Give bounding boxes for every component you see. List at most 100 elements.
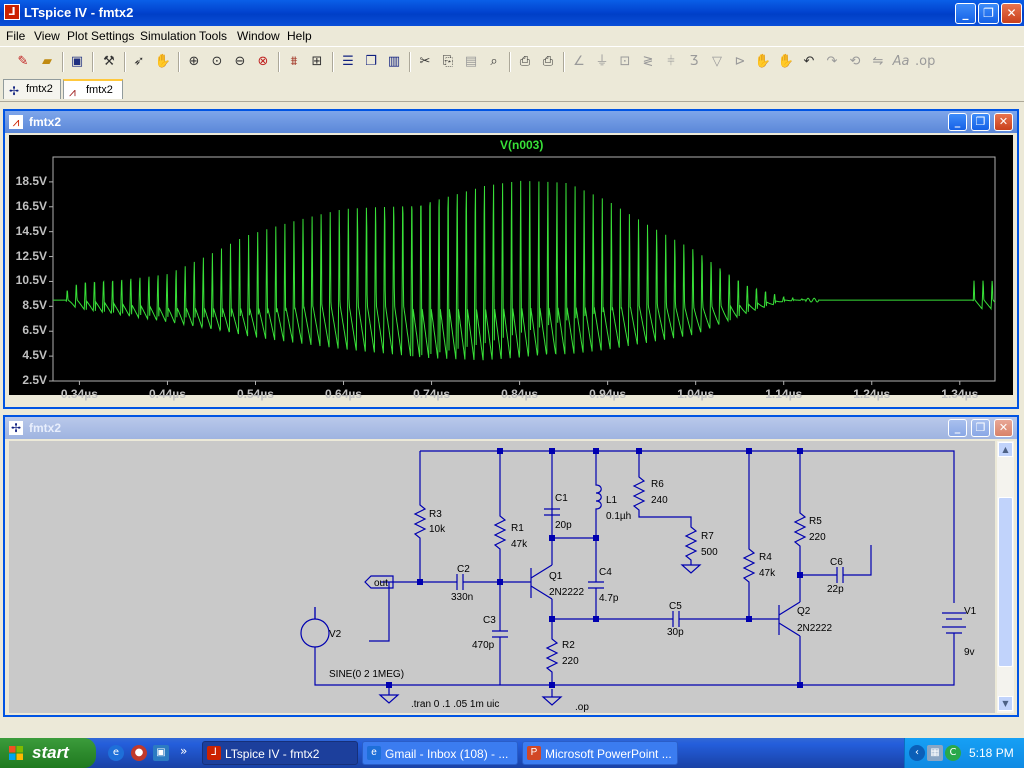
move-icon[interactable]: ✋ (754, 54, 772, 69)
menu-simulation[interactable]: Simulation (140, 29, 197, 43)
restore-button[interactable]: ❐ (978, 3, 999, 24)
tab-schematic[interactable]: ✢ fmtx2 (3, 79, 61, 99)
waveform-window-titlebar[interactable]: ⩘ fmtx2 _ ❐ ✕ (5, 111, 1017, 133)
zoom-pan-icon[interactable]: ⊙ (211, 54, 223, 69)
transistor-q2[interactable] (778, 601, 801, 685)
scroll-down-arrow-icon[interactable]: ▼ (998, 696, 1013, 711)
schematic-canvas[interactable]: R3 10k R1 47k C1 20p L1 0.1µh R6 240 R7 … (9, 441, 995, 713)
control-panel-icon[interactable]: ⚒ (103, 54, 115, 69)
task-gmail[interactable]: e Gmail - Inbox (108) - ... (362, 741, 518, 765)
network-icon[interactable]: ▦ (927, 745, 943, 761)
transistor-q1[interactable] (530, 564, 553, 600)
tab-waveform[interactable]: ⩘ fmtx2 (63, 79, 123, 99)
capacitor-c3[interactable] (492, 582, 508, 685)
quicklaunch-overflow[interactable]: » (180, 744, 188, 758)
task-ltspice[interactable]: ⅃ LTspice IV - fmtx2 (202, 741, 358, 765)
autorange-icon[interactable]: ⩩ (290, 54, 298, 69)
copy-icon[interactable]: ⎘ (442, 54, 454, 69)
resistor-r4[interactable] (742, 451, 756, 619)
save-icon[interactable]: ▣ (70, 54, 84, 69)
close-button[interactable]: ✕ (1001, 3, 1022, 24)
zoom-cancel-icon[interactable]: ⊗ (257, 54, 269, 69)
tile-vertical-icon[interactable]: ▥ (387, 54, 401, 69)
scroll-thumb[interactable] (998, 497, 1013, 667)
maximize-button[interactable]: ❐ (971, 419, 990, 437)
vertical-scrollbar[interactable]: ▲ ▼ (997, 441, 1014, 713)
trace-title[interactable]: V(n003) (500, 138, 544, 152)
zoom-in-icon[interactable]: ⊕ (188, 54, 200, 69)
label-icon[interactable]: ⊡ (619, 54, 631, 69)
scroll-up-arrow-icon[interactable]: ▲ (998, 442, 1013, 457)
maximize-button[interactable]: ❐ (971, 113, 990, 131)
close-button[interactable]: ✕ (994, 113, 1013, 131)
battery-v1[interactable] (942, 612, 966, 659)
minimize-button[interactable]: _ (948, 419, 967, 437)
mirror-icon[interactable]: ⇋ (872, 54, 884, 69)
menu-file[interactable]: File (6, 29, 26, 43)
toolbar-separator (278, 52, 280, 72)
minimize-button[interactable]: _ (955, 3, 976, 24)
media-player-icon[interactable]: ● (131, 745, 147, 761)
menu-tools[interactable]: Tools (199, 29, 228, 43)
halt-icon[interactable]: ✋ (154, 54, 172, 69)
resistor-r1[interactable] (493, 451, 507, 582)
drag-icon[interactable]: ✋ (777, 54, 795, 69)
paste-icon[interactable]: ▤ (464, 54, 478, 69)
menu-window[interactable]: Window (237, 29, 280, 43)
capacitor-c6[interactable] (800, 545, 872, 583)
capacitor-c2[interactable] (456, 574, 464, 590)
ltspice-logo-icon[interactable]: ⅃ (4, 4, 20, 20)
spice-directive-tran[interactable]: .tran 0 .1 .05 1m uic (411, 699, 499, 710)
find-icon[interactable]: ⌕ (490, 54, 498, 69)
run-icon[interactable]: ➶ (133, 54, 145, 69)
capacitor-icon[interactable]: ⫩ (667, 54, 675, 69)
explorer-icon[interactable]: ▣ (153, 745, 169, 761)
spice-directive-op[interactable]: .op (575, 702, 589, 713)
inductor-l1[interactable] (595, 451, 602, 582)
tray-app-icon[interactable]: C (945, 745, 961, 761)
undo-icon[interactable]: ↶ (803, 54, 815, 69)
close-button[interactable]: ✕ (994, 419, 1013, 437)
tray-expand-icon[interactable]: ‹ (909, 745, 925, 761)
resistor-r3[interactable] (413, 451, 427, 582)
text-icon[interactable]: Aa (892, 54, 910, 69)
cascade-icon[interactable]: ❐ (365, 54, 377, 69)
component-icon[interactable]: ⊳ (734, 54, 746, 69)
grid-icon[interactable]: ⊞ (311, 54, 323, 69)
open-icon[interactable]: ▰ (42, 54, 52, 69)
start-button[interactable]: start (0, 738, 96, 768)
print-icon[interactable]: ⎙ (542, 54, 554, 69)
rotate-icon[interactable]: ⟲ (849, 54, 861, 69)
new-schematic-icon[interactable]: ✎ (17, 54, 29, 69)
minimize-button[interactable]: _ (948, 113, 967, 131)
voltage-source-v2[interactable] (300, 618, 330, 648)
redo-icon[interactable]: ↷ (826, 54, 838, 69)
capacitor-c5[interactable] (552, 611, 779, 627)
print-setup-icon[interactable]: ⎙ (519, 54, 531, 69)
menu-plot-settings[interactable]: Plot Settings (67, 29, 135, 43)
wire-icon[interactable]: ∠ (573, 54, 585, 69)
trace-v-n003[interactable] (53, 180, 996, 361)
title-bar[interactable]: ⅃ LTspice IV - fmtx2 _ ❐ ✕ (0, 0, 1024, 26)
internet-explorer-icon[interactable]: e (108, 745, 124, 761)
resistor-r2[interactable] (545, 451, 559, 685)
schematic-window-titlebar[interactable]: ✢ fmtx2 _ ❐ ✕ (5, 417, 1017, 439)
resistor-icon[interactable]: ≷ (642, 54, 654, 69)
document-tabs: ✢ fmtx2 ⩘ fmtx2 (0, 77, 1024, 102)
ground-icon[interactable]: ⏚ (595, 54, 609, 69)
inductor-icon[interactable]: Ʒ (689, 54, 699, 69)
diode-icon[interactable]: ▽ (712, 54, 722, 69)
capacitor-c1[interactable] (544, 508, 560, 516)
task-powerpoint[interactable]: P Microsoft PowerPoint ... (522, 741, 678, 765)
menu-view[interactable]: View (34, 29, 60, 43)
capacitor-c4[interactable] (588, 581, 604, 619)
menu-help[interactable]: Help (287, 29, 312, 43)
tile-horizontal-icon[interactable]: ☰ (342, 54, 354, 69)
resistor-r5[interactable] (793, 451, 807, 602)
spice-directive-icon[interactable]: .op (915, 54, 936, 69)
label-r1-value: 47k (511, 539, 528, 550)
zoom-out-icon[interactable]: ⊖ (234, 54, 246, 69)
cut-icon[interactable]: ✂ (419, 54, 431, 69)
resistor-r6-r7[interactable] (632, 451, 698, 565)
